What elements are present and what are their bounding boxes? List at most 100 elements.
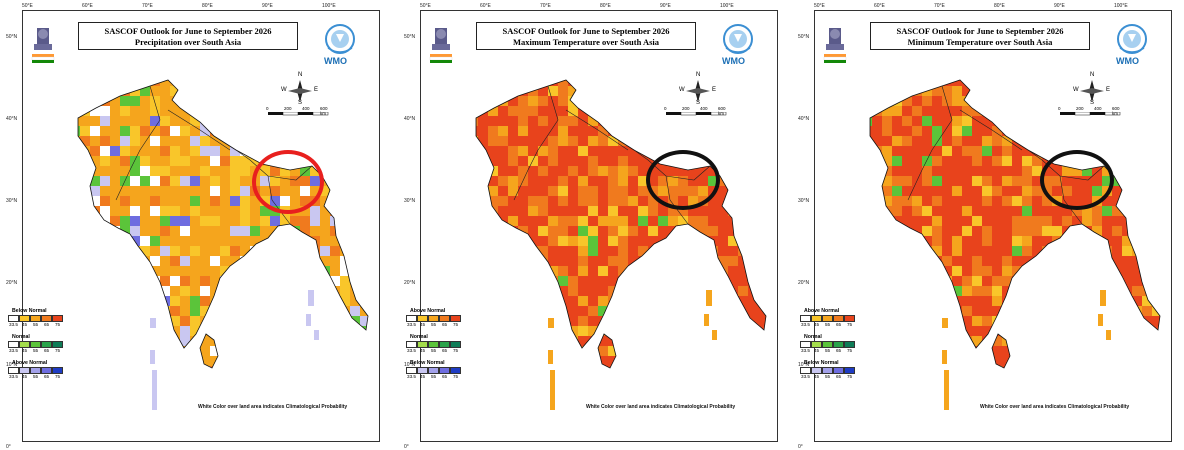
legend-title: Normal [410,334,428,340]
legend-title: Below Normal [12,308,47,314]
longitude-label: 70°E [142,3,153,9]
legend-swatch-row [800,341,855,348]
scale-tick-label: 600 km [1112,106,1120,116]
latitude-label: 0° [404,444,409,450]
legend-swatch [800,341,811,348]
compass-s-label: S [298,100,303,106]
legend-swatch [844,315,855,322]
longitude-label: 50°E [814,3,825,9]
legend-swatch [8,367,19,374]
legend-swatch [822,341,833,348]
map-title: SASCOF Outlook for June to September 202… [896,26,1064,36]
legend-swatch [30,367,41,374]
latitude-label: 10°N [798,362,810,368]
compass-n-label: N [1090,72,1095,78]
compass-e-label: E [314,87,319,93]
wmo-label: WMO [722,56,745,66]
legend-value: 65 [43,348,50,353]
compass-w-label: W [679,87,685,93]
legend-swatch [428,367,439,374]
legend-swatch [41,315,52,322]
legend-value: 75 [846,374,853,379]
map-title-box: SASCOF Outlook for June to September 202… [870,22,1090,50]
legend-value: 75 [846,348,853,353]
legend-title: Above Normal [804,308,840,314]
wmo-label: WMO [324,56,347,66]
legend-swatch-row [406,315,461,322]
map-title-box: SASCOF Outlook for June to September 202… [476,22,696,50]
map-frame [814,10,1172,442]
legend-value: 33.5 [9,374,18,379]
latitude-label: 30°N [404,198,416,204]
latitude-label: 40°N [404,116,416,122]
legend-value: 65 [441,322,448,327]
legend-swatch [811,341,822,348]
legend-title: Normal [804,334,822,340]
legend-value: 45 [813,348,820,353]
legend-value: 55 [430,374,437,379]
longitude-label: 80°E [600,3,611,9]
wmo-logo-icon: WMO [716,22,760,70]
compass-w-label: W [1073,87,1079,93]
compass-e-label: E [1106,87,1111,93]
climatology-note: White Color over land area indicates Cli… [980,404,1130,410]
wmo-logo-icon: WMO [1110,22,1154,70]
map-title: SASCOF Outlook for June to September 202… [104,26,272,36]
legend-value: 45 [419,348,426,353]
legend-value: 65 [835,322,842,327]
legend-swatch-row [8,367,63,374]
legend-swatch [450,367,461,374]
legend-swatch [833,367,844,374]
latitude-label: 0° [6,444,11,450]
scale-tick-label: 400 [1094,106,1102,111]
legend-swatch [417,341,428,348]
latitude-label: 40°N [798,116,810,122]
longitude-label: 90°E [262,3,273,9]
legend-value: 55 [32,374,39,379]
longitude-label: 70°E [934,3,945,9]
scale-tick-label: 200 [284,106,292,111]
latitude-label: 30°N [798,198,810,204]
latitude-label: 50°N [798,34,810,40]
wmo-logo-icon: WMO [318,22,362,70]
legend-title: Above Normal [12,360,48,366]
longitude-label: 90°E [660,3,671,9]
longitude-label: 80°E [994,3,1005,9]
legend-value: 65 [441,348,448,353]
legend-swatch [406,341,417,348]
legend-value: 75 [452,374,459,379]
compass-s-label: S [696,100,701,106]
longitude-label: 100°E [322,3,336,9]
legend-swatch-row [8,341,63,348]
legend-value: 45 [21,374,28,379]
legend-value: 55 [32,322,39,327]
legend-swatch [822,315,833,322]
scale-tick-label: 0 [664,106,667,111]
legend-value: 55 [430,348,437,353]
india-emblem-icon [820,24,850,68]
legend-value: 45 [419,374,426,379]
longitude-label: 50°E [420,3,431,9]
legend-swatch [52,315,63,322]
legend-swatch [844,341,855,348]
legend-value: 75 [54,322,61,327]
legend-swatch [30,341,41,348]
map-subtitle: Maximum Temperature over South Asia [512,37,660,47]
legend-value: 33.5 [9,348,18,353]
legend-value: 65 [43,322,50,327]
compass-n-label: N [298,72,303,78]
highlight-circle [252,150,324,214]
legend-swatch [439,341,450,348]
scale-tick-label: 400 [700,106,708,111]
legend-swatch [822,367,833,374]
legend-swatch-row [406,367,461,374]
longitude-label: 50°E [22,3,33,9]
india-emblem-icon [426,24,456,68]
